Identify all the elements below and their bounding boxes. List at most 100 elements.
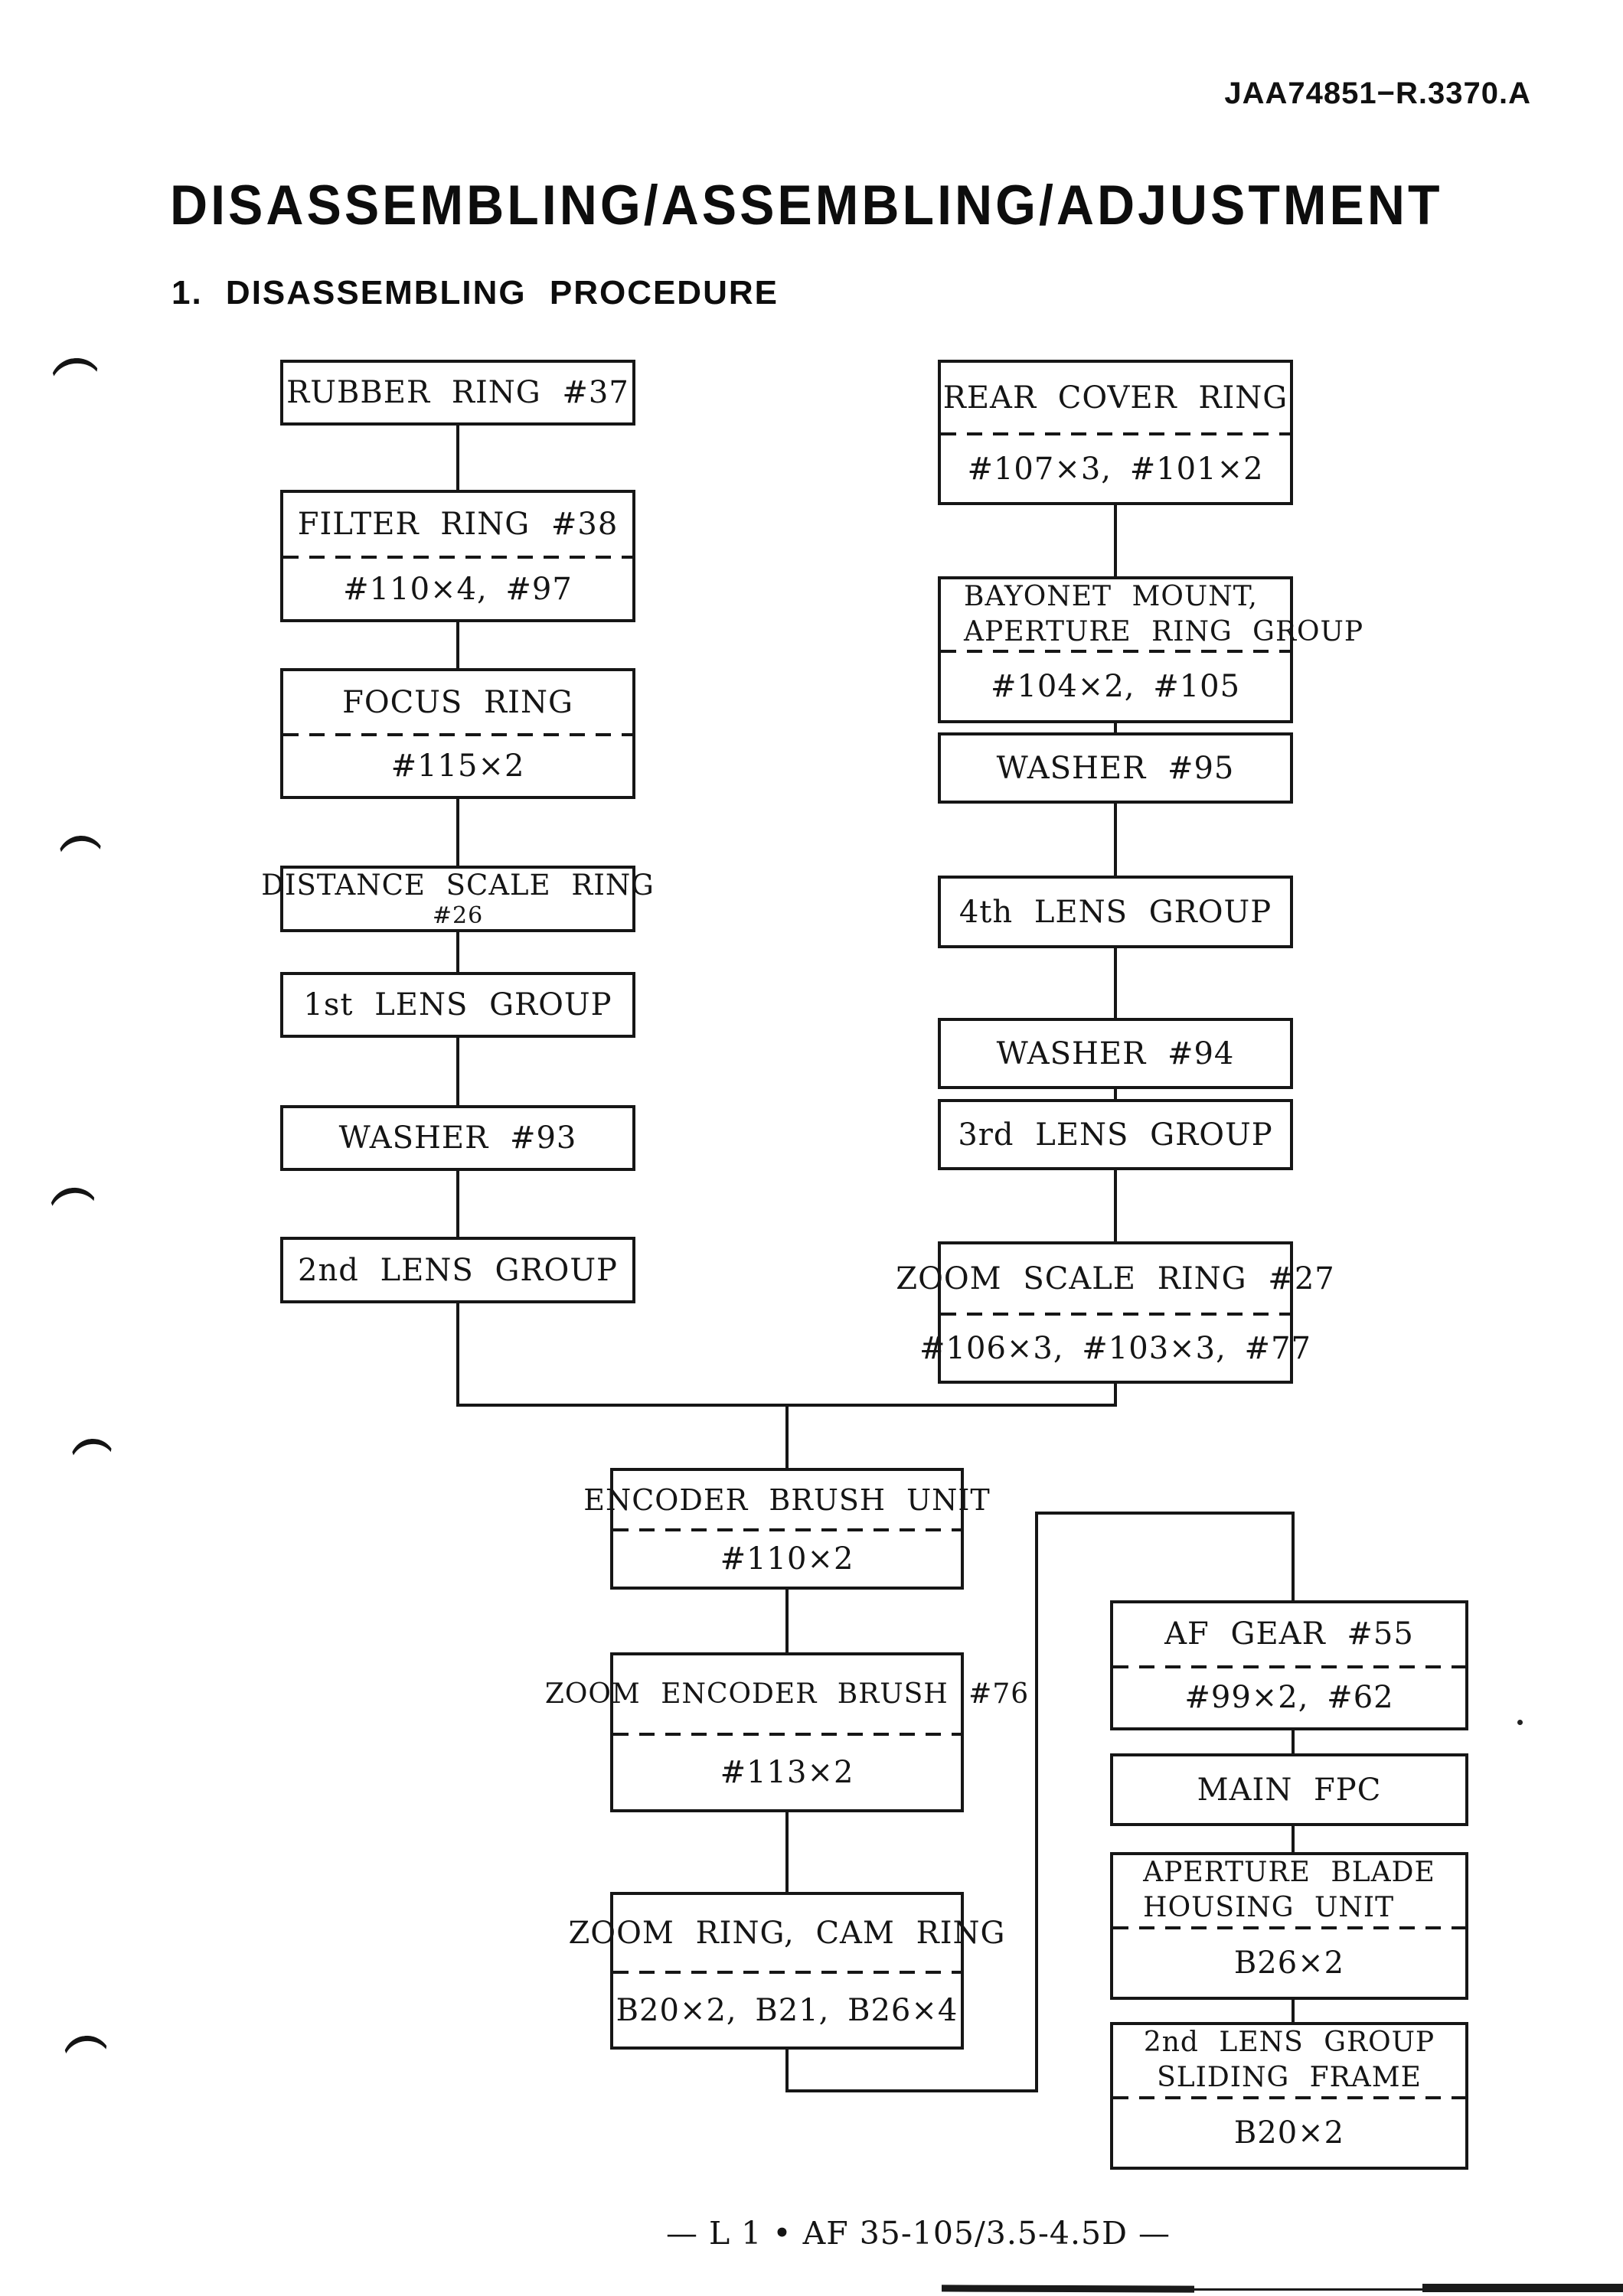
flow-box-parts: #115×2	[390, 748, 525, 784]
scan-arc-artifact	[46, 1185, 100, 1216]
flow-box-title: MAIN FPC	[1197, 1772, 1382, 1808]
flow-box-zoom-encoder-brush: ZOOM ENCODER BRUSH #76 #113×2	[544, 1652, 1030, 1812]
flow-box-title: FOCUS RING	[342, 684, 573, 720]
connector-line	[1292, 1512, 1295, 1600]
dashed-divider	[1113, 1926, 1465, 1929]
flow-box-subtitle: #26	[432, 902, 484, 929]
connector-line	[456, 1303, 459, 1407]
section-heading: 1. DISASSEMBLING PROCEDURE	[171, 274, 779, 311]
flow-box-title: ZOOM ENCODER BRUSH #76	[544, 1678, 1030, 1710]
flow-box-title-line2: HOUSING UNIT	[1143, 1892, 1395, 1924]
dashed-divider	[941, 650, 1290, 654]
dashed-divider	[941, 432, 1290, 436]
flow-box-title-line2: SLIDING FRAME	[1157, 2062, 1422, 2094]
scan-arc-artifact	[55, 833, 106, 862]
connector-line	[456, 426, 459, 490]
connector-line	[456, 622, 459, 668]
flow-box-rear-cover-ring: REAR COVER RING #107×3, #101×2	[938, 360, 1293, 505]
dashed-divider	[941, 1313, 1290, 1316]
flow-box-distance-scale-ring: DISTANCE SCALE RING #26	[261, 866, 654, 932]
flow-box-title-line1: APERTURE BLADE	[1143, 1857, 1435, 1889]
dashed-divider	[613, 1528, 961, 1532]
connector-line	[1292, 2000, 1295, 2022]
flow-box-parts: #107×3, #101×2	[967, 451, 1264, 487]
flow-box-2nd-lens-sliding-frame: 2nd LENS GROUP SLIDING FRAME B20×2	[1110, 2022, 1468, 2170]
flow-box-parts: #99×2, #62	[1184, 1680, 1394, 1716]
flow-box-rubber-ring: RUBBER RING #37	[280, 360, 635, 426]
flow-box-title: 4th LENS GROUP	[958, 894, 1272, 930]
connector-line	[1114, 1089, 1117, 1099]
flow-box-washer-95: WASHER #95	[938, 732, 1293, 804]
connector-line	[456, 1171, 459, 1237]
scan-arc-artifact	[60, 2033, 112, 2064]
flow-box-title: RUBBER RING #37	[286, 375, 629, 410]
doc-number: JAA74851−R.3370.A	[1224, 77, 1531, 110]
connector-line	[785, 2089, 1038, 2092]
connector-line	[785, 1590, 789, 1652]
connector-line	[1114, 505, 1117, 576]
flow-box-title: REAR COVER RING	[942, 380, 1288, 416]
scan-arc-artifact	[47, 355, 103, 386]
dashed-divider	[283, 733, 632, 737]
flow-box-washer-93: WASHER #93	[280, 1105, 635, 1171]
connector-line	[785, 1404, 789, 1468]
connector-line	[1035, 1512, 1038, 2092]
connector-line	[1035, 1512, 1295, 1515]
dashed-divider	[283, 556, 632, 559]
flow-box-af-gear: AF GEAR #55 #99×2, #62	[1110, 1600, 1468, 1730]
flow-box-title: DISTANCE SCALE RING	[261, 869, 655, 902]
flow-box-parts: #106×3, #103×3, #77	[919, 1330, 1311, 1366]
flow-box-title: 1st LENS GROUP	[303, 987, 612, 1022]
page-title: DISASSEMBLING/ASSEMBLING/ADJUSTMENT	[170, 174, 1443, 237]
flow-box-parts: B20×2, B21, B26×4	[616, 1992, 958, 2028]
flow-box-encoder-brush-unit: ENCODER BRUSH UNIT #110×2	[583, 1468, 990, 1590]
flow-box-parts: #110×2	[720, 1541, 854, 1577]
flow-box-title: 2nd LENS GROUP	[298, 1252, 618, 1288]
connector-line	[456, 799, 459, 866]
flow-box-zoom-scale-ring: ZOOM SCALE RING #27 #106×3, #103×3, #77	[896, 1241, 1335, 1384]
flow-box-title: ZOOM RING, CAM RING	[568, 1915, 1006, 1951]
connector-line	[1114, 1170, 1117, 1241]
connector-line	[785, 2050, 789, 2092]
flow-box-title: WASHER #94	[996, 1035, 1235, 1071]
connector-line	[1114, 804, 1117, 876]
dashed-divider	[613, 1732, 961, 1736]
flow-box-title: FILTER RING #38	[297, 507, 619, 543]
flow-box-2nd-lens-group: 2nd LENS GROUP	[280, 1237, 635, 1303]
flow-box-title-line2: APERTURE RING GROUP	[964, 616, 1364, 648]
flow-box-title: ZOOM SCALE RING #27	[896, 1261, 1335, 1296]
dashed-divider	[1113, 2095, 1465, 2099]
dashed-divider	[1113, 1665, 1465, 1668]
flow-box-bayonet-mount: BAYONET MOUNT, APERTURE RING GROUP #104×…	[938, 576, 1363, 723]
flow-box-4th-lens-group: 4th LENS GROUP	[938, 876, 1293, 948]
connector-line	[1114, 948, 1117, 1018]
scan-smudge-artifact	[941, 2285, 1195, 2293]
flow-box-title: AF GEAR #55	[1164, 1616, 1414, 1652]
flow-box-parts: B26×2	[1233, 1945, 1345, 1981]
connector-line	[1114, 723, 1117, 732]
flow-box-parts: B20×2	[1233, 2115, 1345, 2151]
flow-box-title: WASHER #93	[338, 1120, 577, 1156]
flow-box-aperture-blade-housing: APERTURE BLADE HOUSING UNIT B26×2	[1110, 1852, 1468, 2000]
connector-line	[1114, 1384, 1117, 1407]
flow-box-3rd-lens-group: 3rd LENS GROUP	[938, 1099, 1293, 1170]
connector-line	[456, 1038, 459, 1105]
flow-box-parts: #110×4, #97	[343, 571, 573, 607]
flow-box-title-line1: BAYONET MOUNT,	[964, 581, 1258, 613]
flow-box-focus-ring: FOCUS RING #115×2	[280, 668, 635, 799]
flow-box-main-fpc: MAIN FPC	[1110, 1753, 1468, 1826]
scan-smudge-artifact	[1422, 2284, 1623, 2292]
flow-box-title: WASHER #95	[996, 750, 1235, 786]
flow-box-filter-ring: FILTER RING #38 #110×4, #97	[280, 490, 635, 622]
connector-line	[1292, 1826, 1295, 1852]
connector-line	[1292, 1730, 1295, 1753]
flow-box-title: 3rd LENS GROUP	[958, 1117, 1273, 1153]
flow-box-parts: #104×2, #105	[990, 669, 1241, 705]
flow-box-parts: #113×2	[720, 1754, 854, 1790]
scan-smudge-artifact	[1191, 2288, 1425, 2291]
flow-box-zoom-ring-cam-ring: ZOOM RING, CAM RING B20×2, B21, B26×4	[568, 1892, 1006, 2050]
scan-arc-artifact	[67, 1437, 116, 1465]
flow-box-1st-lens-group: 1st LENS GROUP	[280, 972, 635, 1038]
dashed-divider	[613, 1971, 961, 1975]
